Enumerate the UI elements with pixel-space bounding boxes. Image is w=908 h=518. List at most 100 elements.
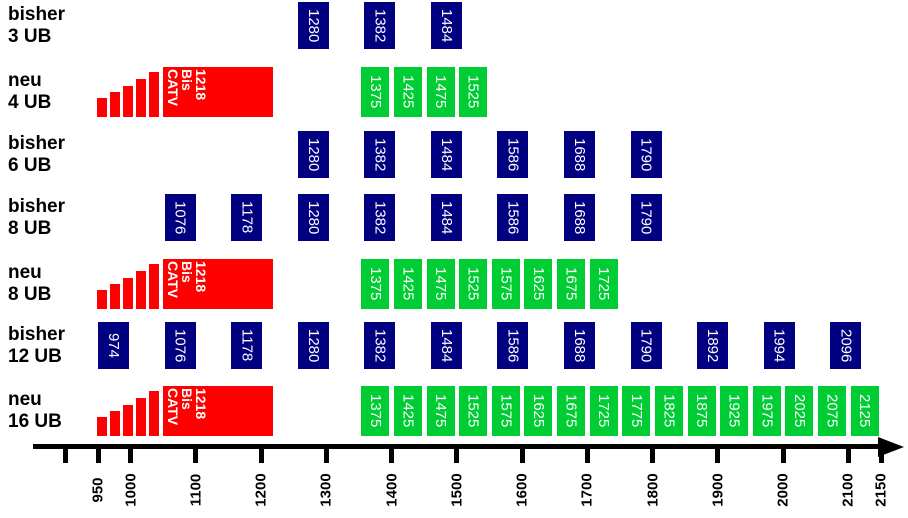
band-frequency-value: 1525 — [464, 75, 482, 109]
band-frequency-value: 1892 — [704, 328, 722, 363]
frequency-band: 974 — [98, 322, 130, 369]
axis-tick — [715, 444, 721, 463]
band-frequency-value: 1076 — [171, 328, 189, 363]
row-label-line1: neu — [8, 389, 42, 410]
band-frequency-value: 1484 — [437, 200, 455, 235]
catv-band-label-line: Bis — [179, 69, 195, 91]
band-frequency-value: 1280 — [304, 137, 322, 172]
frequency-band: 1586 — [497, 194, 529, 241]
axis-tick — [519, 444, 525, 463]
row-label-line2: 12 UB — [8, 345, 62, 367]
band-frequency-value: 1425 — [399, 394, 417, 428]
band-frequency-value: 1076 — [171, 200, 189, 235]
row-label-line1: bisher — [8, 195, 66, 217]
frequency-band: 1375 — [361, 386, 390, 436]
catv-band-label-line: 1218 — [193, 69, 209, 101]
catv-stair-bar — [149, 391, 159, 436]
catv-stair-bar — [123, 86, 133, 117]
band-frequency-value: 1475 — [432, 394, 450, 428]
row-label-line2: 8 UB — [8, 284, 52, 305]
frequency-band: 1525 — [459, 67, 488, 117]
axis-tick-label: 1200 — [252, 473, 270, 507]
catv-stair-bar — [136, 79, 146, 117]
frequency-band: 1382 — [364, 131, 396, 178]
band-frequency-value: 1825 — [660, 394, 678, 428]
band-frequency-value: 1484 — [437, 328, 455, 363]
band-frequency-value: 1280 — [304, 328, 322, 363]
band-frequency-value: 1375 — [366, 267, 384, 301]
catv-band-label-line: CATV — [165, 388, 181, 426]
band-frequency-value: 1178 — [238, 201, 256, 234]
catv-band-label-line: CATV — [165, 261, 181, 299]
row-label-line1: bisher — [8, 3, 66, 25]
frequency-band: 1475 — [426, 67, 455, 117]
band-frequency-value: 1994 — [770, 328, 788, 363]
catv-stair-bar — [136, 398, 146, 436]
catv-stair-bar — [97, 417, 107, 436]
frequency-band: 1586 — [497, 131, 529, 178]
band-frequency-value: 1725 — [595, 394, 613, 428]
axis-tick-label: 2150 — [872, 473, 890, 507]
band-frequency-value: 1790 — [637, 200, 655, 235]
frequency-band: 1994 — [763, 322, 795, 369]
frequency-band: 1484 — [430, 194, 462, 241]
catv-stair-bar — [149, 264, 159, 309]
row-label-line2: 4 UB — [8, 92, 52, 113]
axis-tick — [323, 444, 329, 463]
band-frequency-value: 1575 — [497, 394, 515, 428]
frequency-band: 1825 — [654, 386, 683, 436]
catv-stair-bar — [149, 72, 159, 117]
row-label-line2: 3 UB — [8, 25, 52, 47]
band-frequency-value: 1875 — [693, 394, 711, 428]
band-frequency-value: 1688 — [571, 200, 589, 235]
band-frequency-value: 1925 — [725, 394, 743, 428]
band-frequency-value: 1525 — [464, 267, 482, 301]
catv-band-label-line: 1218 — [193, 388, 209, 420]
band-frequency-value: 1375 — [366, 394, 384, 428]
frequency-band: 1382 — [364, 322, 396, 369]
axis-tick — [650, 444, 656, 463]
frequency-band: 1425 — [393, 259, 422, 309]
axis-tick — [584, 444, 590, 463]
band-frequency-value: 1280 — [304, 8, 322, 43]
row-label-line1: bisher — [8, 323, 66, 345]
frequency-band: 1178 — [231, 322, 263, 369]
band-frequency-value: 1625 — [529, 394, 547, 428]
axis-tick-label: 2100 — [839, 473, 857, 507]
row-label-line1: neu — [8, 70, 42, 91]
catv-band-label-line: CATV — [165, 69, 181, 107]
frequency-band: 1586 — [497, 322, 529, 369]
band-frequency-value: 2075 — [823, 394, 841, 428]
row-label-line2: 6 UB — [8, 154, 52, 176]
frequency-band: 1892 — [697, 322, 729, 369]
frequency-band: 1525 — [459, 386, 488, 436]
band-frequency-value: 1382 — [371, 200, 389, 235]
band-frequency-value: 1425 — [399, 267, 417, 301]
band-frequency-value: 1790 — [637, 137, 655, 172]
frequency-band: 1575 — [491, 259, 520, 309]
catv-stair-bar — [123, 405, 133, 436]
frequency-band: 1790 — [630, 131, 662, 178]
band-frequency-value: 2025 — [790, 394, 808, 428]
frequency-band: 1475 — [426, 386, 455, 436]
frequency-band: 1725 — [589, 386, 618, 436]
band-frequency-value: 1484 — [437, 137, 455, 172]
band-frequency-value: 1382 — [371, 137, 389, 172]
band-frequency-value: 1975 — [758, 394, 776, 428]
band-frequency-value: 1586 — [504, 137, 522, 172]
frequency-band: 1775 — [622, 386, 651, 436]
frequency-band: 1525 — [459, 259, 488, 309]
band-frequency-value: 1178 — [238, 329, 256, 362]
frequency-band: 1790 — [630, 322, 662, 369]
frequency-band: 1725 — [589, 259, 618, 309]
frequency-band: 1280 — [297, 322, 329, 369]
